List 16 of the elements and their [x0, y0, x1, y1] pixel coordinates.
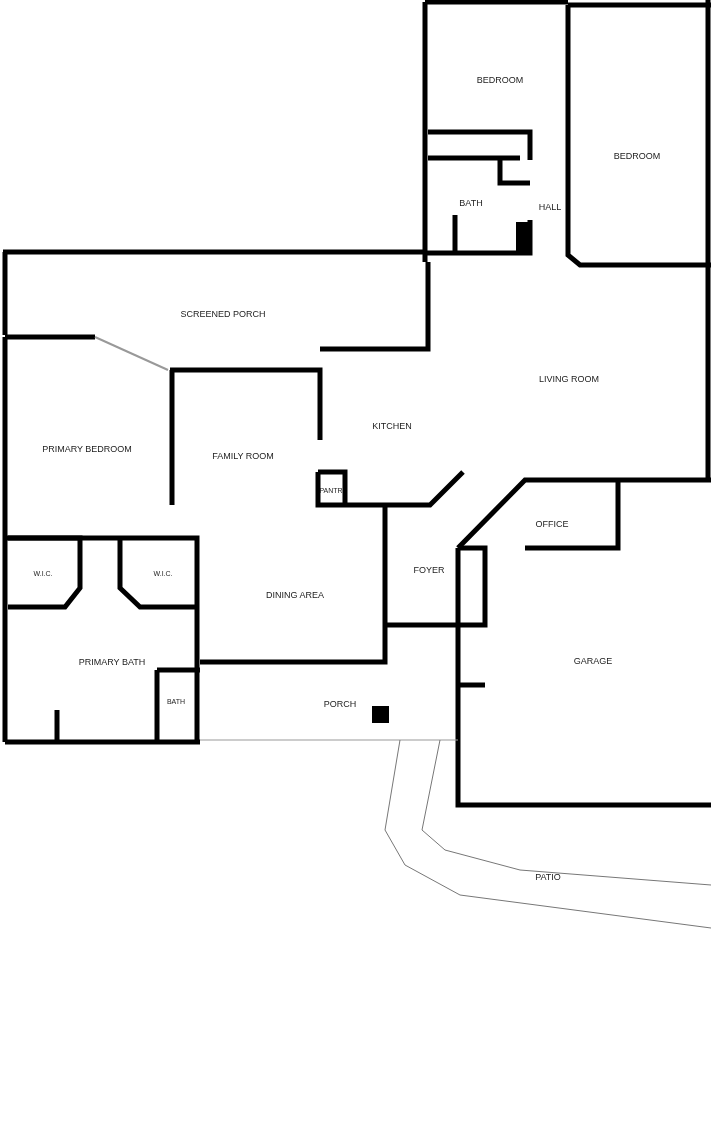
room-label: FOYER [413, 564, 445, 576]
room-label: GARAGE [573, 655, 613, 667]
room-label: PATIO [535, 871, 561, 883]
room-label: PRIMARY BATH [78, 656, 146, 668]
room-label: SCREENED PORCH [180, 308, 266, 320]
room-label: OFFICE [535, 518, 569, 530]
room-label: BATH [459, 197, 483, 209]
room-label: PRIMARY BEDROOM [42, 443, 132, 455]
room-label: PORCH [323, 698, 357, 710]
room-label: BEDROOM [476, 74, 524, 86]
room-label: FAMILY ROOM [212, 450, 274, 462]
room-label: LIVING ROOM [539, 373, 599, 385]
room-label: KITCHEN [372, 420, 412, 432]
room-label: BEDROOM [613, 150, 661, 162]
room-label: DINING AREA [266, 589, 324, 601]
room-label: HALL [538, 201, 562, 213]
